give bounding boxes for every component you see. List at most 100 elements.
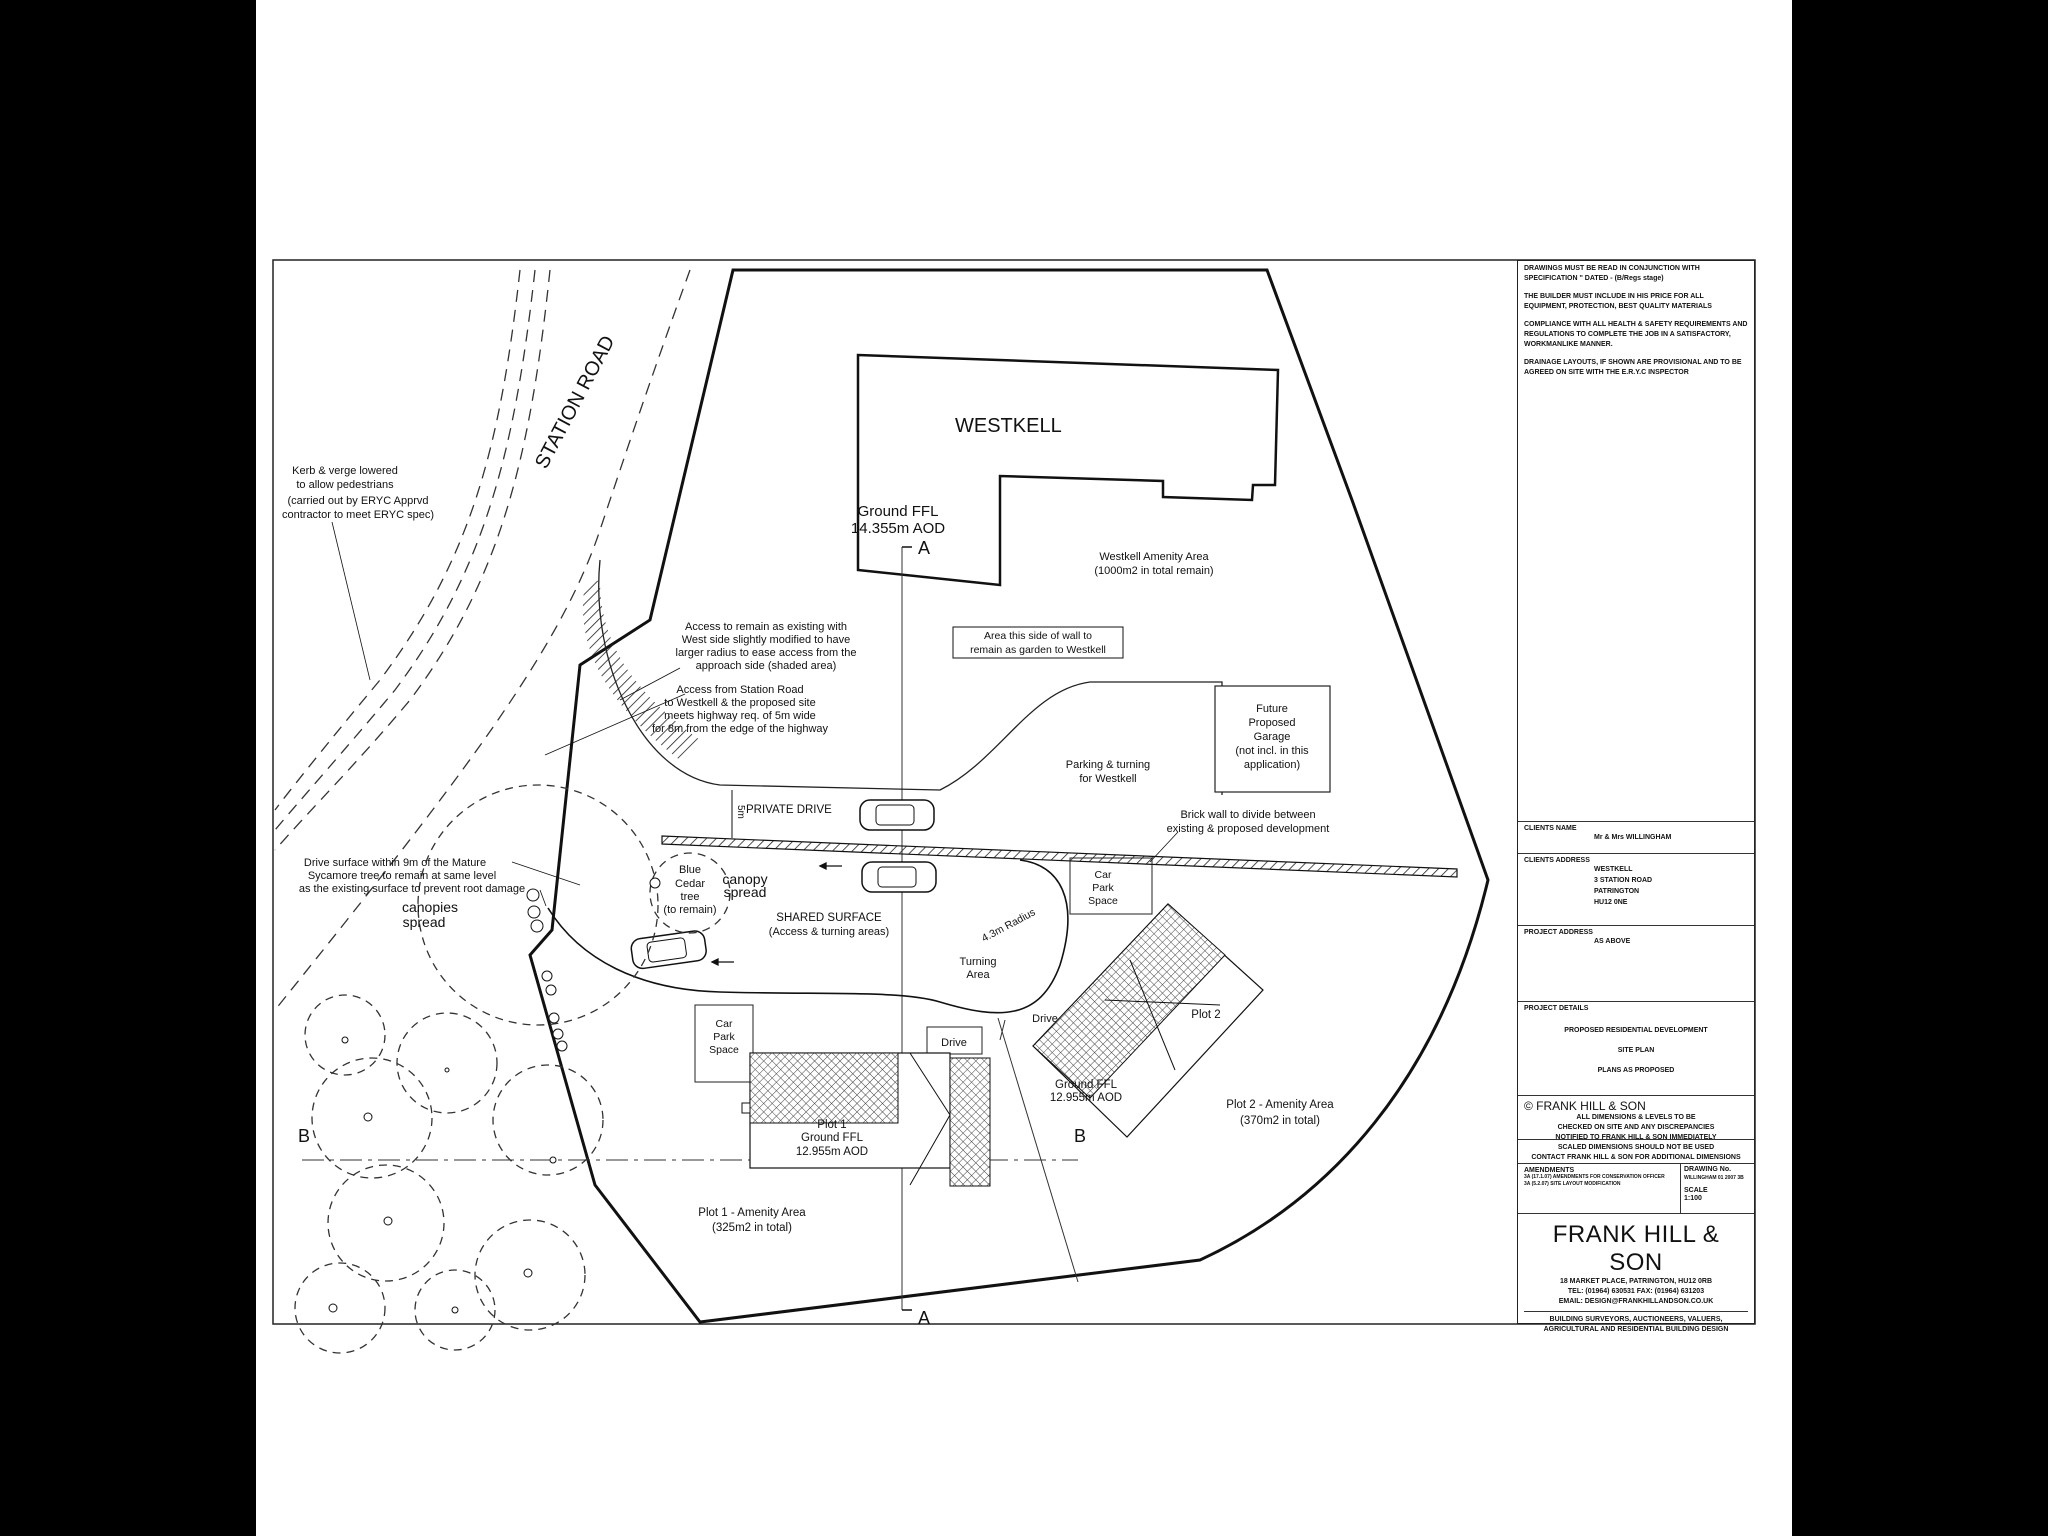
brick-wall-note-1: Brick wall to divide between — [1180, 809, 1315, 821]
svg-text:to allow pedestrians: to allow pedestrians — [296, 479, 394, 491]
svg-text:West side slightly modified to: West side slightly modified to have — [682, 634, 851, 646]
project-details-cell: PROJECT DETAILS PROPOSED RESIDENTIAL DEV… — [1518, 1001, 1754, 1095]
plot2-amenity-1: Plot 2 - Amenity Area — [1226, 1099, 1334, 1111]
trees — [294, 784, 731, 1354]
svg-text:(not incl. in this: (not incl. in this — [1235, 745, 1309, 757]
svg-text:A: A — [918, 1308, 930, 1328]
svg-text:Plot 1: Plot 1 — [817, 1119, 846, 1131]
svg-text:as the existing surface to pre: as the existing surface to prevent root … — [299, 883, 525, 895]
road-label: STATION ROAD — [531, 332, 619, 472]
westkell-drive-edge — [598, 559, 1223, 795]
plot2-amenity-2: (370m2 in total) — [1240, 1115, 1320, 1127]
section-a-top: A — [902, 538, 930, 558]
svg-text:Space: Space — [1088, 895, 1118, 907]
car-icon-3 — [630, 930, 707, 970]
shared-surface-1: SHARED SURFACE — [776, 912, 882, 924]
kerb-note: Kerb & verge lowered to allow pedestrian… — [282, 465, 434, 521]
svg-text:meets highway req. of 5m wide: meets highway req. of 5m wide — [664, 710, 816, 722]
drawing-no-cell: DRAWING No. WILLINGHAM 01 2007 3B SCALE … — [1680, 1164, 1754, 1214]
parking-note-2: for Westkell — [1079, 773, 1136, 785]
svg-text:Car: Car — [716, 1018, 733, 1030]
parking-note-1: Parking & turning — [1066, 759, 1150, 771]
garage-note: Future Proposed Garage (not incl. in thi… — [1235, 703, 1309, 771]
section-a-bottom: A — [902, 1308, 930, 1328]
car-park-label-1: Car Park Space — [1088, 869, 1118, 907]
drive-label-1: Drive — [941, 1037, 967, 1049]
svg-text:12.955m AOD: 12.955m AOD — [796, 1146, 868, 1158]
access-note-leader — [619, 667, 681, 701]
car-icon-1 — [859, 799, 935, 831]
plot1-amenity-1: Plot 1 - Amenity Area — [698, 1207, 806, 1219]
clients-name-cell: CLIENTS NAME Mr & Mrs WILLINGHAM — [1518, 821, 1754, 853]
drive-surface-note: Drive surface within 9m of the Mature Sy… — [299, 857, 525, 895]
access-hatch — [582, 580, 700, 760]
house-name: WESTKELL — [955, 415, 1062, 437]
ffl-existing-2: 14.355m AOD — [851, 520, 945, 537]
svg-text:Park: Park — [1092, 882, 1114, 894]
svg-text:larger radius to ease access f: larger radius to ease access from the — [676, 647, 857, 659]
section-b-right: B — [1074, 1126, 1086, 1146]
svg-text:A: A — [918, 538, 930, 558]
ffl-existing-1: Ground FFL — [858, 503, 939, 520]
plot2-ffl-1: Ground FFL — [1055, 1079, 1118, 1091]
plot-boundary — [997, 1017, 1079, 1283]
svg-text:Space: Space — [709, 1044, 739, 1056]
canopy-2: spread — [724, 884, 767, 900]
turning-2: Area — [966, 969, 990, 981]
direction-arrows — [710, 861, 842, 967]
firm-cell: FRANK HILL & SON 18 MARKET PLACE, PATRIN… — [1518, 1213, 1754, 1333]
section-b-left: B — [298, 1126, 310, 1146]
car-icon-2 — [861, 861, 937, 893]
future-garage — [1214, 685, 1331, 793]
drive-label-2: Drive — [1032, 1013, 1058, 1025]
plot2-ffl-2: 12.955m AOD — [1050, 1092, 1122, 1104]
copyright-cell: © FRANK HILL & SON ALL DIMENSIONS & LEVE… — [1518, 1095, 1754, 1141]
svg-text:application): application) — [1244, 759, 1300, 771]
cedar-label: Blue Cedar tree (to remain) — [663, 864, 716, 916]
shared-surface-edge — [547, 859, 1069, 1014]
station-road — [274, 269, 691, 1011]
brick-wall — [661, 835, 1458, 878]
car-park-space-2 — [694, 1004, 754, 1083]
tree-trunks — [328, 877, 661, 1314]
svg-text:Future: Future — [1256, 703, 1288, 715]
firm-name: FRANK HILL & SON — [1552, 1221, 1720, 1276]
drive-surface-leader — [511, 861, 581, 907]
project-address-cell: PROJECT ADDRESS AS ABOVE — [1518, 925, 1754, 1001]
svg-text:tree: tree — [681, 891, 700, 903]
amendments-cell: AMENDMENTS 3A (17.1.07) Amendments for C… — [1518, 1163, 1754, 1214]
garden-note-1: Area this side of wall to — [984, 630, 1092, 642]
svg-text:(carried out by ERYC Apprvd: (carried out by ERYC Apprvd — [287, 495, 428, 507]
plot1-house — [741, 1052, 991, 1187]
private-drive-label: PRIVATE DRIVE — [746, 804, 832, 816]
canopy-1: canopy — [722, 871, 767, 887]
drawing-border — [272, 259, 1756, 1325]
plot2-label: Plot 2 — [1191, 1009, 1220, 1021]
westkell-house — [856, 353, 1280, 587]
svg-text:Park: Park — [713, 1031, 735, 1043]
svg-text:Proposed: Proposed — [1248, 717, 1295, 729]
svg-text:Car: Car — [1095, 869, 1112, 881]
plot1-label: Plot 1 Ground FFL 12.955m AOD — [796, 1119, 868, 1158]
title-block: DRAWINGS MUST BE READ IN CONJUNCTION WIT… — [1517, 260, 1755, 1333]
access-note: Access to remain as existing with West s… — [676, 621, 857, 672]
svg-text:approach side (shaded area): approach side (shaded area) — [696, 660, 837, 672]
garden-note-box — [952, 626, 1124, 659]
access-station-note: Access from Station Road to Westkell & t… — [652, 684, 829, 735]
svg-text:Drive surface within 9m of the: Drive surface within 9m of the Mature — [304, 857, 486, 869]
site-boundary — [528, 268, 1490, 1324]
svg-text:Access to remain as existing w: Access to remain as existing with — [685, 621, 847, 633]
plot1-amenity-2: (325m2 in total) — [712, 1222, 792, 1234]
canopies-1: canopies — [402, 899, 458, 915]
svg-text:contractor to meet ERYC spec): contractor to meet ERYC spec) — [282, 509, 434, 521]
svg-text:(to remain): (to remain) — [663, 904, 716, 916]
svg-text:to Westkell & the proposed sit: to Westkell & the proposed site — [664, 697, 815, 709]
access-station-leader — [544, 693, 686, 756]
turning-1: Turning — [960, 956, 997, 968]
radius-label: 4.3m Radius — [980, 906, 1038, 944]
shared-surface-2: (Access & turning areas) — [769, 926, 889, 938]
westkell-amenity-1: Westkell Amenity Area — [1099, 551, 1209, 563]
car-park-label-2: Car Park Space — [709, 1018, 739, 1056]
svg-text:Blue: Blue — [679, 864, 701, 876]
